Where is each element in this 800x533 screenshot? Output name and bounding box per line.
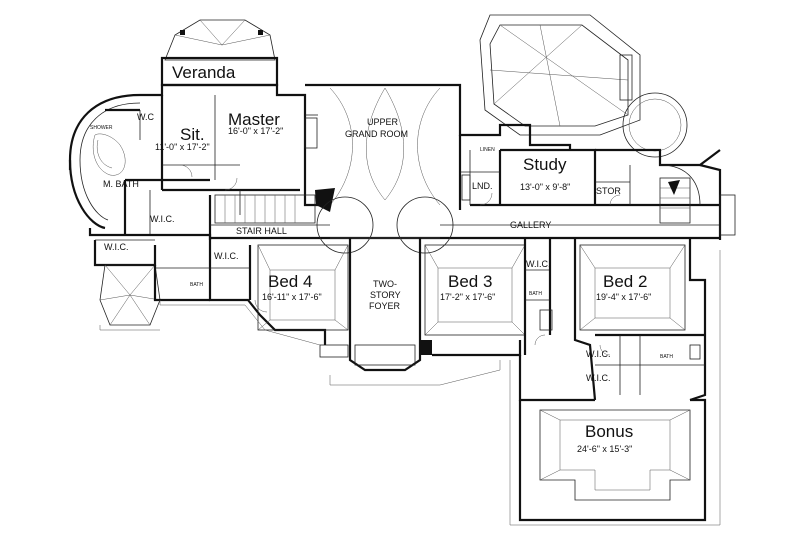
bed2-dims: 19'-4" x 17'-6"	[596, 292, 651, 302]
sitting-dims: 11'-0" x 17'-2"	[155, 142, 210, 152]
study-walls	[460, 148, 721, 205]
veranda-label: Veranda	[172, 63, 236, 82]
bed3-label: Bed 3	[448, 272, 492, 291]
bath-bed3-label: BATH	[529, 291, 542, 297]
gallery-walls	[210, 196, 720, 254]
gallery-label: GALLERY	[510, 220, 551, 230]
roof-outline	[99, 250, 721, 526]
sitting-label: Sit.	[180, 125, 205, 144]
wic-master-label: W.I.C.	[150, 214, 175, 224]
mbath-label: M. BATH	[103, 179, 139, 189]
stair-hall-label: STAIR HALL	[236, 226, 287, 236]
storage-label: STOR	[596, 186, 621, 196]
upper-grand-room-walls	[304, 83, 572, 210]
bath-bed2-label: BATH	[660, 354, 673, 360]
door-swings	[179, 164, 621, 356]
linen-label: LINEN	[480, 147, 495, 153]
upper-grand-room-label-1: UPPER	[367, 117, 399, 127]
wic-bed2a-label: W.I.C.	[586, 349, 611, 359]
bonus-label: Bonus	[585, 422, 633, 441]
laundry-label: LND.	[472, 181, 493, 191]
master-dims: 16'-0" x 17'-2"	[228, 126, 283, 136]
bonus-walls	[518, 355, 707, 522]
bed4-label: Bed 4	[268, 272, 312, 291]
master-label: Master	[228, 110, 280, 129]
wic-bed3-label: W.I.C.	[526, 259, 551, 269]
wic-mbath-label: W.I.C.	[104, 242, 129, 252]
roof-lower-left	[99, 264, 161, 326]
bonus-dims: 24'-6" x 15'-3"	[577, 444, 632, 454]
wc-label: W.C	[137, 112, 154, 122]
bed2-label: Bed 2	[603, 272, 647, 291]
master-bath-round	[68, 93, 141, 230]
wic-bed4-label: W.I.C.	[214, 251, 239, 261]
wic-bed2b-label: W.I.C.	[586, 373, 611, 383]
foyer-label-1: TWO-	[373, 279, 397, 289]
study-label: Study	[523, 155, 567, 174]
bed2-walls	[573, 238, 707, 402]
veranda-roof	[164, 19, 276, 61]
stair-right	[659, 163, 736, 240]
foyer-label-2: STORY	[370, 290, 401, 300]
master-suite-walls	[140, 83, 330, 238]
study-dims: 13'-0" x 9'-8"	[520, 182, 570, 192]
foyer-walls	[319, 238, 432, 372]
upper-grand-room-label-2: GRAND ROOM	[345, 129, 408, 139]
turret-roof-right	[622, 92, 688, 158]
study-roof-octagon	[479, 14, 641, 136]
bed4-walls	[153, 238, 352, 345]
bed4-dims: 16'-11" x 17'-6"	[262, 292, 322, 302]
master-bath-walls	[68, 108, 212, 267]
stair-master	[214, 188, 335, 224]
bed3-dims: 17'-2" x 17'-6"	[440, 292, 495, 302]
shower-label: SHOWER	[90, 125, 113, 131]
bath-bed4-label: BATH	[190, 282, 203, 288]
foyer-label-3: FOYER	[369, 301, 401, 311]
